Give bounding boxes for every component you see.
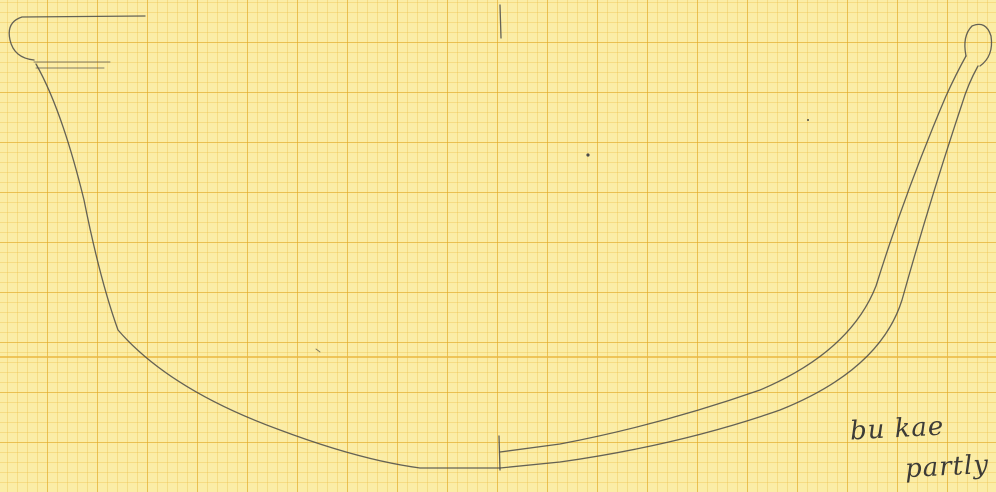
pencil-stray-mark <box>315 348 321 353</box>
vessel-outer-right-wall <box>499 65 979 469</box>
handwritten-note-line-1: bu kae <box>849 411 946 447</box>
pencil-dot <box>807 119 809 121</box>
pencil-dot <box>586 153 590 157</box>
right-rim-profile <box>964 23 993 67</box>
center-axis-mark-top <box>499 4 502 39</box>
center-axis-mark-bottom <box>498 435 501 471</box>
left-rim-profile <box>8 15 146 61</box>
vessel-outer-left-wall <box>35 63 501 469</box>
handwritten-note-line-2: partly <box>904 449 990 485</box>
vessel-inner-right-wall <box>499 55 967 453</box>
